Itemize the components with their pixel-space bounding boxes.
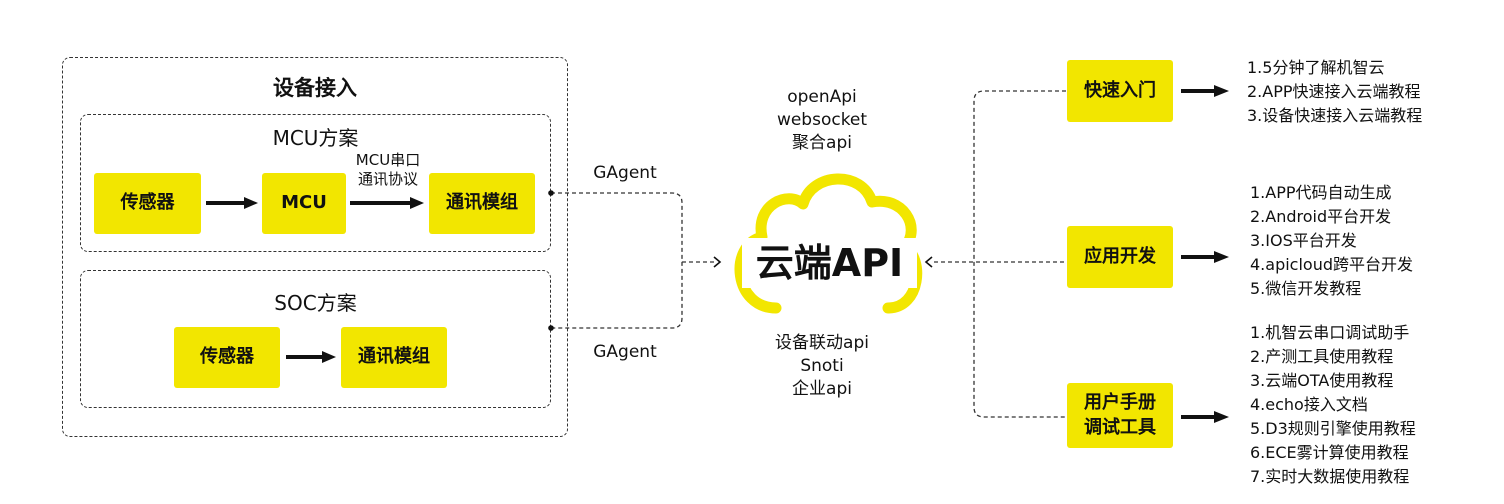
list-item: 3.IOS平台开发 [1250,231,1357,250]
list-item: 1.机智云串口调试助手 [1250,323,1410,342]
gagent-top-label: GAgent [593,163,657,183]
soc-scheme-title: SOC方案 [274,291,357,315]
cloud-top-apis: openApi websocket 聚合api [752,86,892,155]
cloud-bottom-api-item: 设备联动api [775,333,869,353]
soc-scheme-group [80,270,551,408]
mcu-protocol-label: MCU串口 通讯协议 [344,151,432,189]
right-connector [934,90,1066,418]
solid-arrows [206,85,1229,423]
manual-list: 1.机智云串口调试助手 2.产测工具使用教程 3.云端OTA使用教程 4.ech… [1250,321,1416,489]
cloud-top-api-item: websocket [776,110,868,130]
list-item: 2.APP快速接入云端教程 [1247,82,1421,101]
list-item: 1.APP代码自动生成 [1250,183,1392,202]
list-item: 5.D3规则引擎使用教程 [1250,419,1416,438]
cloud-top-api-item: openApi [787,87,857,107]
soc-sensor-box: 传感器 [174,327,280,388]
quick-start-box: 快速入门 [1067,60,1173,122]
cloud-bottom-api-item: 企业api [792,379,852,399]
manual-tools-box: 用户手册 调试工具 [1067,383,1173,448]
mcu-box: MCU [262,173,346,234]
device-access-group [62,57,568,437]
quick-start-list: 1.5分钟了解机智云 2.APP快速接入云端教程 3.设备快速接入云端教程 [1247,56,1422,128]
mcu-protocol-line2: 通讯协议 [357,170,418,188]
list-item: 3.设备快速接入云端教程 [1247,106,1423,125]
mcu-protocol-line1: MCU串口 [355,151,421,169]
cloud-bottom-apis: 设备联动api Snoti 企业api [752,332,892,401]
list-item: 4.apicloud跨平台开发 [1250,255,1414,274]
soc-module-box: 通讯模组 [341,327,447,388]
manual-label-line1: 用户手册 [1084,392,1156,414]
list-item: 4.echo接入文档 [1250,395,1368,414]
list-item: 7.实时大数据使用教程 [1250,467,1410,486]
gagent-bottom-label: GAgent [593,342,657,362]
gagent-connector [551,192,716,329]
mcu-scheme-title: MCU方案 [272,126,359,150]
list-item: 2.产测工具使用教程 [1250,347,1394,366]
cloud-bottom-api-item: Snoti [800,356,844,376]
list-item: 6.ECE雾计算使用教程 [1250,443,1409,462]
list-item: 5.微信开发教程 [1250,279,1362,298]
cloud-api-label: 云端API [742,238,917,288]
list-item: 2.Android平台开发 [1250,207,1392,226]
list-item: 1.5分钟了解机智云 [1247,58,1385,77]
mcu-module-box: 通讯模组 [429,173,535,234]
cloud-top-api-item: 聚合api [792,133,852,153]
list-item: 3.云端OTA使用教程 [1250,371,1394,390]
mcu-sensor-box: 传感器 [94,173,201,234]
app-dev-list: 1.APP代码自动生成 2.Android平台开发 3.IOS平台开发 4.ap… [1250,181,1413,301]
mcu-scheme-group [80,114,551,252]
device-access-title: 设备接入 [273,76,357,100]
manual-label-line2: 调试工具 [1084,416,1156,438]
app-dev-box: 应用开发 [1067,226,1173,288]
